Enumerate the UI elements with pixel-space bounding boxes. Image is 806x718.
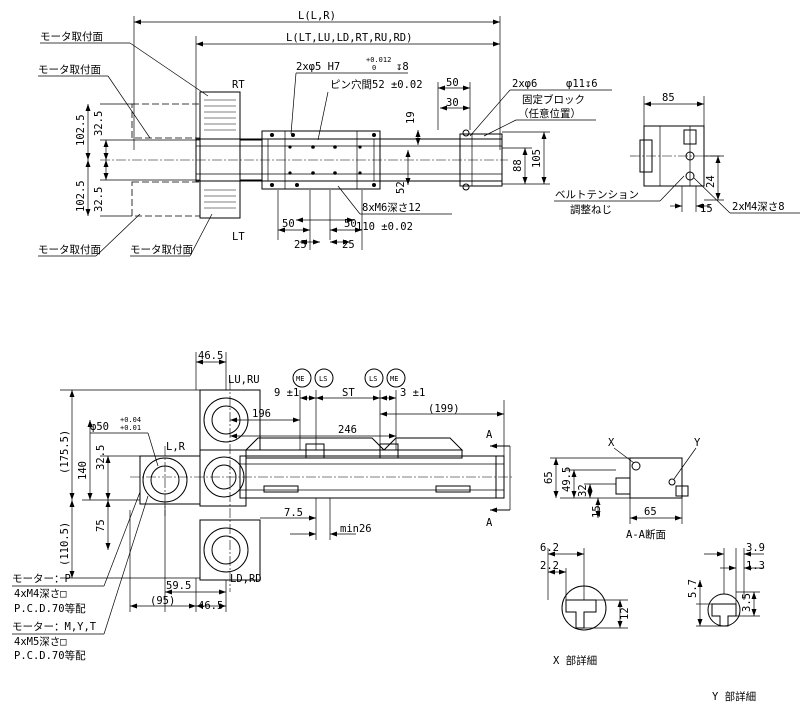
dim-105: 105 [531, 149, 543, 168]
label-lu-ru: LU,RU [228, 374, 260, 386]
dim-l-lr: L(L,R) [298, 10, 336, 22]
motor-face-label-tl2: モータ取付面 [38, 63, 101, 76]
phi-50: φ50 [90, 421, 109, 433]
dim-50-left: 50 [282, 218, 295, 230]
tap-m6: 8xM6深さ12 [362, 202, 421, 214]
dim-59-5: 59.5 [166, 580, 191, 592]
dim-140: 140 [77, 461, 89, 480]
dim-25-left: 25 [294, 239, 307, 251]
phi-50-tol-upper: +0.04 [120, 416, 141, 424]
dim-st: ST [342, 387, 355, 399]
detail-y: 3.9 1.3 5.7 3.5 Y 部詳細 [687, 542, 765, 703]
motor-myt-1: モーター：M,Y,T [12, 621, 97, 633]
motor-myt-2: 4xM5深さ□ [14, 636, 67, 648]
section-a-bot: A [486, 517, 493, 529]
motor-face-label-bl: モータ取付面 [38, 243, 101, 256]
fixed-block-1: 固定ブロック [522, 93, 585, 106]
fixed-block-2: （任意位置） [518, 107, 581, 120]
section-a-top: A [486, 429, 493, 441]
dim-1-3: 1.3 [746, 560, 765, 572]
tap-m4: 2xM4深さ8 [732, 201, 785, 213]
label-x: X [608, 437, 615, 449]
dim-15-sec: 15 [591, 505, 603, 518]
section-title: A-A断面 [626, 528, 666, 541]
dim-6-2: 6.2 [540, 542, 559, 554]
side-view: 85 24 15 ベルトテンション 調整ねじ 2xM4深さ8 [554, 92, 800, 216]
dim-110-5: (110.5) [59, 522, 71, 566]
label-lt: LT [232, 231, 245, 243]
dim-5-7: 5.7 [687, 579, 699, 598]
motor-myt-3: P.C.D.70等配 [14, 649, 86, 662]
dim-102-5-bot: 102.5 [75, 180, 87, 212]
cbore: 2xφ6 [512, 78, 537, 90]
hole-main: 2xφ5 H7 [296, 61, 340, 73]
dim-12: 12 [619, 607, 631, 620]
dim-3-5: 3.5 [741, 593, 753, 612]
cbore2: φ11↧6 [566, 78, 598, 90]
section-view: X Y 65 49.5 32 15 65 A-A断面 [543, 437, 701, 541]
detail-y-title: Y 部詳細 [712, 690, 756, 703]
badge-me-right: ME [390, 375, 398, 383]
motor-face-label-tl1: モータ取付面 [40, 30, 103, 43]
dim-88: 88 [512, 159, 524, 172]
motor-p-2: 4xM4深さ□ [14, 588, 67, 600]
label-l-r: L,R [166, 441, 186, 453]
motor-p-3: P.C.D.70等配 [14, 602, 86, 615]
dim-3: 3 ±1 [400, 387, 425, 399]
dim-75: 75 [95, 519, 107, 532]
dim-2-2: 2.2 [540, 560, 559, 572]
dim-175-5: (175.5) [59, 430, 71, 474]
dim-52: 52 [395, 181, 407, 194]
hole-tol-upper: +0.012 [366, 56, 391, 64]
label-y: Y [694, 437, 701, 449]
dim-30-top: 30 [446, 97, 459, 109]
detail-x: 6.2 2.2 12 X 部詳細 [540, 542, 631, 667]
dim-85: 85 [662, 92, 675, 104]
badge-me-left: ME [296, 375, 304, 383]
dim-9: 9 ±1 [274, 387, 299, 399]
dim-32-sec: 32 [577, 484, 589, 497]
phi-50-tol-lower: +0.01 [120, 424, 141, 432]
hole-tol-lower: 0 [372, 64, 376, 72]
belt-label-2: 調整ねじ [570, 203, 612, 216]
dim-15-side: 15 [700, 203, 713, 215]
dim-102-5-top: 102.5 [75, 114, 87, 146]
hole-depth: ↧8 [396, 61, 409, 73]
belt-label-1: ベルトテンション [555, 189, 639, 201]
detail-x-title: X 部詳細 [553, 654, 597, 667]
top-view: L(L,R) L(LT,LU,LD,RT,RU,RD) [38, 10, 612, 257]
pin-pitch: ピン穴間52 ±0.02 [330, 78, 423, 91]
motor-face-label-br: モータ取付面 [130, 243, 193, 256]
dim-min26: min26 [340, 523, 372, 535]
dim-24: 24 [705, 175, 717, 188]
dim-196: 196 [252, 408, 271, 420]
dim-65-vert: 65 [543, 471, 555, 484]
front-view: 46.5 LU,RU ME LS LS ME 9 ±1 ST 3 ±1 (199… [12, 350, 512, 662]
motor-p-1: モーター：P [12, 573, 71, 585]
dim-46-5-bot: 46.5 [198, 600, 223, 612]
badge-ls-right: LS [369, 375, 377, 383]
dim-25-right: 25 [342, 239, 355, 251]
dim-199: (199) [428, 403, 460, 415]
dim-32-5-top: 32.5 [93, 111, 105, 136]
dim-32-5-bot: 32.5 [93, 187, 105, 212]
dim-19: 19 [405, 111, 417, 124]
label-rt: RT [232, 79, 245, 91]
dim-246: 246 [338, 424, 357, 436]
dim-95: (95) [150, 595, 175, 607]
dim-110: 110 ±0.02 [356, 221, 413, 233]
dim-7-5: 7.5 [284, 507, 303, 519]
dim-50-top: 50 [446, 77, 459, 89]
dim-49-5: 49.5 [561, 467, 573, 492]
badge-ls-left: LS [319, 375, 327, 383]
dim-3-9: 3.9 [746, 542, 765, 554]
dim-32-5-front: 32.5 [95, 445, 107, 470]
dim-l-all: L(LT,LU,LD,RT,RU,RD) [286, 32, 412, 44]
label-ld-rd: LD,RD [230, 573, 262, 585]
dim-46-5-top: 46.5 [198, 350, 223, 362]
dim-65-horiz: 65 [644, 506, 657, 518]
